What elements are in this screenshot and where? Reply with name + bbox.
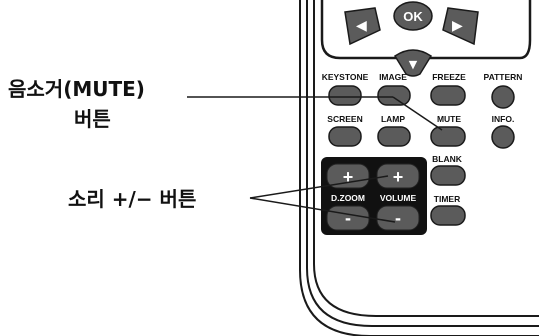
timer-button[interactable] [430, 205, 466, 226]
volume-plus-icon: + [393, 167, 404, 187]
button-row-2: SCREEN LAMP MUTE INFO. [327, 114, 514, 124]
button-row-1: KEYSTONE IMAGE FREEZE PATTERN [322, 72, 523, 82]
keystone-label: KEYSTONE [322, 72, 369, 82]
down-arrow-icon: ▼ [409, 58, 418, 71]
callout-lines [187, 96, 443, 223]
pattern-label: PATTERN [484, 72, 523, 82]
dzoom-minus-icon: - [345, 208, 351, 228]
freeze-button[interactable] [430, 85, 466, 106]
mute-callout-line-diagonal [392, 96, 443, 131]
volume-label: VOLUME [380, 193, 417, 203]
mute-button[interactable] [430, 126, 466, 147]
screen-label: SCREEN [327, 114, 362, 124]
mute-callout-label-line2: 버튼 [74, 107, 111, 131]
volume-plus-callout-line [249, 175, 389, 199]
nav-pad: ◀ OK ▶ ▼ [344, 1, 479, 77]
info-label: INFO. [492, 114, 515, 124]
left-arrow-button[interactable] [344, 7, 381, 46]
pattern-button[interactable] [491, 85, 515, 109]
dzoom-plus-icon: + [343, 167, 354, 187]
timer-label: TIMER [434, 194, 460, 204]
volume-callout-label: 소리 +/− 버튼 [68, 187, 197, 211]
left-arrow-icon: ◀ [356, 18, 367, 34]
right-arrow-icon: ▶ [452, 18, 463, 34]
image-button[interactable] [377, 85, 411, 106]
lamp-button[interactable] [377, 126, 411, 147]
mute-label: MUTE [437, 114, 461, 124]
info-button[interactable] [491, 125, 515, 149]
dzoom-label: D.ZOOM [331, 193, 365, 203]
volume-minus-button[interactable] [376, 205, 420, 231]
blank-button[interactable] [430, 165, 466, 186]
keystone-button[interactable] [328, 85, 362, 106]
ok-label: OK [403, 9, 423, 24]
freeze-label: FREEZE [432, 72, 466, 82]
lamp-label: LAMP [381, 114, 405, 124]
down-arrow-button[interactable] [393, 49, 433, 77]
image-label: IMAGE [379, 72, 407, 82]
volume-minus-icon: - [395, 208, 401, 228]
volume-minus-callout-line [249, 197, 396, 223]
mute-callout-label-line1: 음소거(MUTE) [8, 77, 145, 101]
blank-label: BLANK [432, 154, 463, 164]
ok-button[interactable] [393, 1, 433, 31]
screen-button[interactable] [328, 126, 362, 147]
right-arrow-button[interactable] [442, 7, 479, 46]
volume-plus-button[interactable] [376, 163, 420, 189]
dzoom-plus-button[interactable] [326, 163, 370, 189]
